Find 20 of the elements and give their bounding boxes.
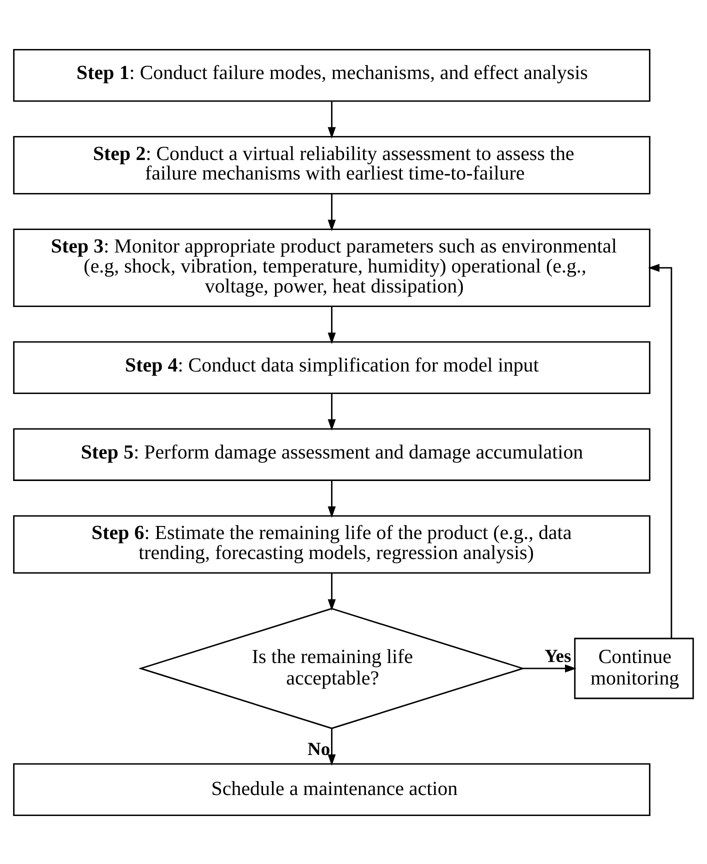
node-box: Step 2: Conduct a virtual reliability assessment to assess the failure mechanisms with earliest time-to-failure <box>13 135 650 194</box>
arrow <box>648 263 672 638</box>
arrow <box>328 100 336 138</box>
arrow <box>328 572 336 610</box>
arrow <box>328 306 336 344</box>
node-box: Continue monitoring <box>574 637 694 699</box>
node-box: Step 5: Perform damage assessment and damage accumulation <box>13 428 650 480</box>
node-box: Step 3: Monitor appropriate product parameters such as environmental (e.g, shock, vibration, temperature, humidity) operational (e.g., voltage, power, heat dissipation) <box>13 228 650 307</box>
arrow <box>523 664 576 672</box>
edge-label: No <box>308 738 330 760</box>
arrow <box>328 193 336 231</box>
node-diamond: Is the remaining life acceptable? <box>138 607 526 729</box>
edge-label: Yes <box>544 645 572 666</box>
arrow <box>328 480 336 518</box>
arrow <box>328 393 336 430</box>
arrow <box>328 728 336 766</box>
node-box: Schedule a maintenance action <box>13 762 650 816</box>
node-box: Step 4: Conduct data simplification for model input <box>13 340 650 394</box>
node-box: Step 1: Conduct failure modes, mechanisms, and effect analysis <box>13 48 650 102</box>
node-box: Step 6: Estimate the remaining life of the product (e.g., data trending, forecasting models, regression analysis) <box>13 514 650 574</box>
